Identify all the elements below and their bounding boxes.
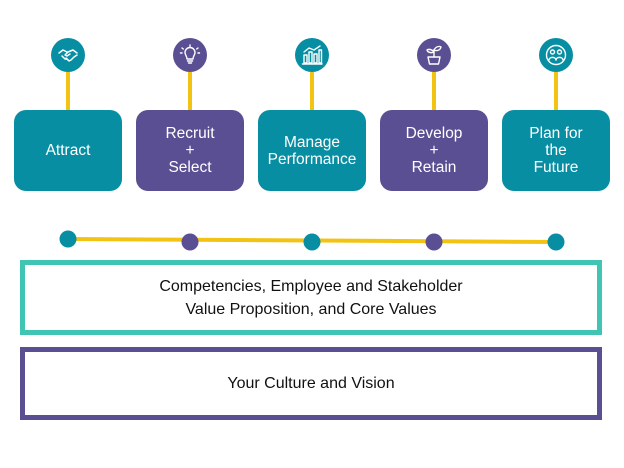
- stage-attract: Attract: [14, 38, 122, 191]
- stage-recruit-select: Recruit + Select: [136, 38, 244, 191]
- card-line: Recruit: [165, 125, 215, 142]
- card-line: Retain: [411, 159, 457, 176]
- connector-stem: [310, 72, 314, 110]
- timeline-node: [425, 233, 443, 251]
- people-icon: [539, 38, 573, 72]
- values-line-1: Competencies, Employee and Stakeholder: [159, 277, 463, 295]
- card-line: Performance: [267, 150, 357, 168]
- card-line: Develop: [405, 125, 463, 142]
- connector-stem: [188, 72, 192, 110]
- card-line: Plan for: [529, 125, 583, 142]
- stage-develop-retain: Develop + Retain: [380, 38, 488, 191]
- lightbulb-icon: [173, 38, 207, 72]
- vision-band: Your Culture and Vision: [20, 347, 602, 420]
- attract-card: Attract: [14, 110, 122, 191]
- bar-chart-icon: [295, 38, 329, 72]
- values-band: Competencies, Employee and Stakeholder V…: [20, 260, 602, 335]
- stage-plan-future: Plan for the Future: [502, 38, 610, 191]
- stage-manage-performance: Manage Performance: [258, 38, 366, 191]
- plan-future-card: Plan for the Future: [502, 110, 610, 191]
- card-line: +: [185, 142, 195, 159]
- card-line: the: [545, 142, 567, 159]
- recruit-select-card: Recruit + Select: [136, 110, 244, 191]
- manage-performance-card: Manage Performance: [258, 110, 366, 191]
- timeline-node: [547, 233, 565, 251]
- card-line: Attract: [45, 142, 91, 159]
- vision-text: Your Culture and Vision: [227, 375, 395, 392]
- card-line: +: [429, 142, 439, 159]
- plant-icon: [417, 38, 451, 72]
- timeline-node: [59, 230, 77, 248]
- connector-stem: [432, 72, 436, 110]
- timeline-node: [181, 233, 199, 251]
- card-line: Future: [533, 159, 579, 176]
- handshake-icon: [51, 38, 85, 72]
- card-line: Manage: [283, 133, 340, 151]
- connector-stem: [554, 72, 558, 110]
- develop-retain-card: Develop + Retain: [380, 110, 488, 191]
- values-line-2: Value Proposition, and Core Values: [185, 300, 437, 318]
- timeline-node: [303, 233, 321, 251]
- connector-stem: [66, 72, 70, 110]
- card-line: Select: [168, 159, 212, 176]
